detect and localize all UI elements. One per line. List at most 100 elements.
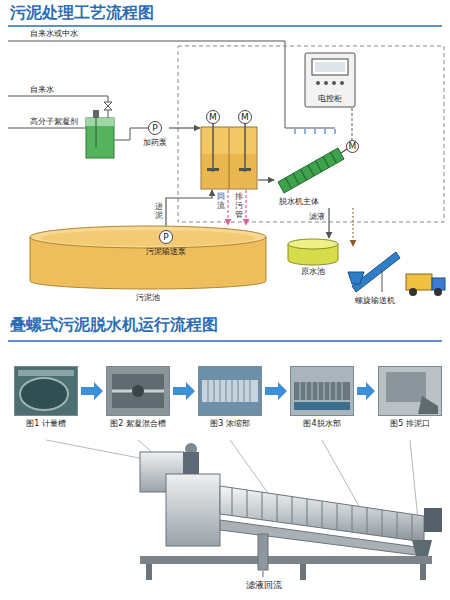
photo-box-shape-part xyxy=(208,380,250,402)
mixing-tank-shape-part xyxy=(201,127,257,189)
sludge-pool-shape xyxy=(28,225,268,303)
photo-box-shape-part xyxy=(106,366,170,416)
dewatering-machine-part xyxy=(140,556,432,564)
mixing-tank-shape-part xyxy=(207,168,219,171)
mixing-tank: MM xyxy=(200,110,258,190)
photo-box: 图3 浓缩部 xyxy=(198,366,262,428)
sludge-pool: 污泥池 P 污泥输送泵 xyxy=(28,225,268,303)
pipe-connector xyxy=(328,208,329,238)
flow-arrow xyxy=(265,382,287,400)
photo-box-shape-part xyxy=(198,366,262,416)
photo-box: 图5 排泥口 xyxy=(378,366,442,428)
dewatering-machine-part xyxy=(263,571,264,577)
photo-box-shape-part xyxy=(199,367,262,416)
control-cabinet-shape-part xyxy=(340,81,344,85)
node-label: 图5 排泥口 xyxy=(372,419,448,428)
node-label: 脱水机主体 xyxy=(274,197,324,206)
mixing-tank-shape-part xyxy=(239,168,251,171)
photo-box-shape-part xyxy=(294,402,350,410)
water-pipe-part xyxy=(8,128,86,129)
sludge-pool-shape-part xyxy=(40,230,256,246)
water-pipe-part xyxy=(8,96,108,118)
diagram-title: 污泥处理工艺流程图 xyxy=(10,4,154,22)
pipe-connector xyxy=(245,190,246,225)
edge-label: 回流 xyxy=(217,193,225,211)
filtrate-tank: 原水池 xyxy=(286,238,340,278)
dewatering-machine-part xyxy=(258,534,268,570)
dewatering-machine-part xyxy=(220,520,424,556)
sludge-pool-shape-part xyxy=(30,226,266,248)
motor-symbol: P xyxy=(159,230,173,244)
screw-dewaterer-shape-part xyxy=(278,148,344,193)
dewatering-machine-part xyxy=(146,564,152,580)
pipe-connector xyxy=(352,208,353,246)
dosing-tank-part xyxy=(86,118,114,126)
dosing-tank-part xyxy=(96,118,97,148)
photo-box-shape-part xyxy=(107,367,170,416)
photo-box-shape-part xyxy=(379,367,442,416)
screw-dewaterer-shape-part xyxy=(286,152,337,189)
truck-part xyxy=(434,288,442,296)
pipe-connector xyxy=(227,190,228,225)
dosing-tank xyxy=(86,110,114,158)
control-cabinet-shape-part xyxy=(315,62,345,72)
screw-conveyor: 螺旋输送机 xyxy=(346,246,404,306)
node-label: 污泥输送泵 xyxy=(138,247,194,256)
photo-box-shape xyxy=(106,366,170,428)
photo-box-shape-part xyxy=(202,380,258,402)
photo-box-shape-part xyxy=(386,372,426,402)
photo-box-shape-part xyxy=(418,396,438,414)
motor-symbol: M xyxy=(346,140,359,153)
node-label: 图2 絮凝混合槽 xyxy=(100,419,176,428)
photo-box: 图1 计量槽 xyxy=(14,366,78,428)
photo-box-shape xyxy=(378,366,442,428)
truck xyxy=(406,274,445,296)
annotation-label: 自来水或中水 xyxy=(30,29,78,38)
control-cabinet-shape-part xyxy=(312,59,348,75)
photo-box-shape xyxy=(198,366,262,428)
control-cabinet: 电控柜 xyxy=(304,52,356,108)
node-label: 污泥池 xyxy=(118,293,178,302)
flow-arrow xyxy=(81,382,103,400)
screw-conveyor-shape-part xyxy=(348,272,364,284)
water-pipe-part xyxy=(8,41,335,128)
truck-part xyxy=(406,274,432,290)
mixing-tank-shape-part xyxy=(229,127,230,189)
photo-box-shape-part xyxy=(378,366,442,416)
dewatering-machine-part xyxy=(183,452,199,474)
pipe-connector xyxy=(166,190,212,230)
screw-dewaterer: M 脱水机主体 xyxy=(274,140,359,208)
control-cabinet-shape-part xyxy=(324,81,328,85)
dewatering-machine-part xyxy=(300,564,306,580)
dosing-tank-part xyxy=(86,118,114,158)
title-rule xyxy=(8,340,442,342)
photo-box-shape-part xyxy=(300,382,342,400)
edge-label: 滤液 xyxy=(309,212,325,221)
water-pipe xyxy=(8,41,335,140)
dewatering-machine-part xyxy=(424,508,442,532)
dosing-tank-part xyxy=(93,110,99,118)
photo-box-shape xyxy=(14,366,78,428)
dewatering-machine-part xyxy=(420,564,426,580)
photo-box: 图2 絮凝混合槽 xyxy=(106,366,170,428)
annotation-label: 滤液回流 xyxy=(246,580,282,590)
node-label: 加药泵 xyxy=(141,138,169,147)
dewatering-machine xyxy=(140,443,442,580)
equipment-boundary xyxy=(178,46,444,222)
section-title: 叠螺式污泥脱水机运行流程图 xyxy=(10,316,218,334)
pipe-connector xyxy=(169,127,200,128)
mixing-tank-shape-part xyxy=(212,124,214,172)
motor-symbol: M xyxy=(206,110,220,124)
valve-symbol xyxy=(104,102,112,110)
mixing-tank-shape-part xyxy=(244,124,246,172)
annotation-label: 自来水 xyxy=(30,85,54,94)
spray-nozzles xyxy=(295,129,335,134)
title-rule xyxy=(8,25,442,27)
control-cabinet-shape-part xyxy=(332,81,336,85)
node-label: 图4脱水部 xyxy=(284,419,360,428)
photo-box-shape-part xyxy=(14,366,78,416)
photo-box-shape-part xyxy=(20,378,68,410)
photo-box-shape xyxy=(290,366,354,428)
motor-symbol: P xyxy=(148,121,162,135)
